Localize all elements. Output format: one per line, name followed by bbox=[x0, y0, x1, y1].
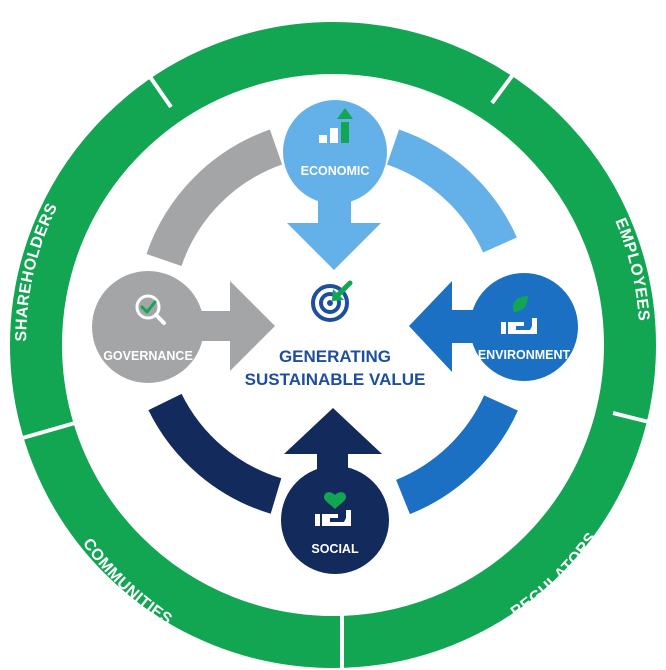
node-economic: ECONOMIC bbox=[283, 100, 387, 204]
arc-governance-economic bbox=[146, 129, 283, 267]
cycle-arcs bbox=[146, 129, 518, 515]
node-social-circle bbox=[281, 466, 389, 574]
inward-arrows bbox=[198, 195, 480, 499]
node-social-label: SOCIAL bbox=[311, 542, 359, 556]
arc-economic-environment bbox=[386, 129, 517, 253]
node-environment: ENVIRONMENT bbox=[470, 273, 578, 381]
node-governance-circle bbox=[92, 271, 204, 383]
arrow-social bbox=[284, 408, 382, 499]
hand-leaf-icon bbox=[501, 296, 537, 334]
center-title-line1: GENERATING bbox=[279, 347, 391, 366]
arrow-economic bbox=[287, 195, 381, 270]
node-economic-circle bbox=[283, 100, 387, 204]
node-economic-label: ECONOMIC bbox=[301, 164, 370, 178]
ring-band bbox=[10, 22, 656, 668]
node-governance: GOVERNANCE bbox=[92, 271, 204, 383]
node-social: SOCIAL bbox=[281, 466, 389, 574]
node-environment-circle bbox=[470, 273, 578, 381]
arc-social-governance bbox=[148, 393, 282, 514]
bar-chart-up-icon bbox=[319, 108, 353, 143]
center-block: GENERATING SUSTAINABLE VALUE bbox=[245, 280, 426, 389]
node-governance-label: GOVERNANCE bbox=[103, 349, 193, 363]
arrow-governance bbox=[198, 281, 275, 371]
hand-heart-icon bbox=[315, 492, 351, 526]
center-title-line2: SUSTAINABLE VALUE bbox=[245, 370, 426, 389]
target-arrow-icon bbox=[311, 280, 353, 322]
ring-dividers bbox=[18, 55, 666, 670]
arrow-environment bbox=[409, 281, 480, 372]
node-environment-label: ENVIRONMENT bbox=[478, 348, 571, 362]
magnifier-check-icon bbox=[135, 294, 166, 325]
arc-environment-social bbox=[395, 395, 518, 515]
stakeholder-customers: CUSTOMERS bbox=[283, 3, 393, 25]
